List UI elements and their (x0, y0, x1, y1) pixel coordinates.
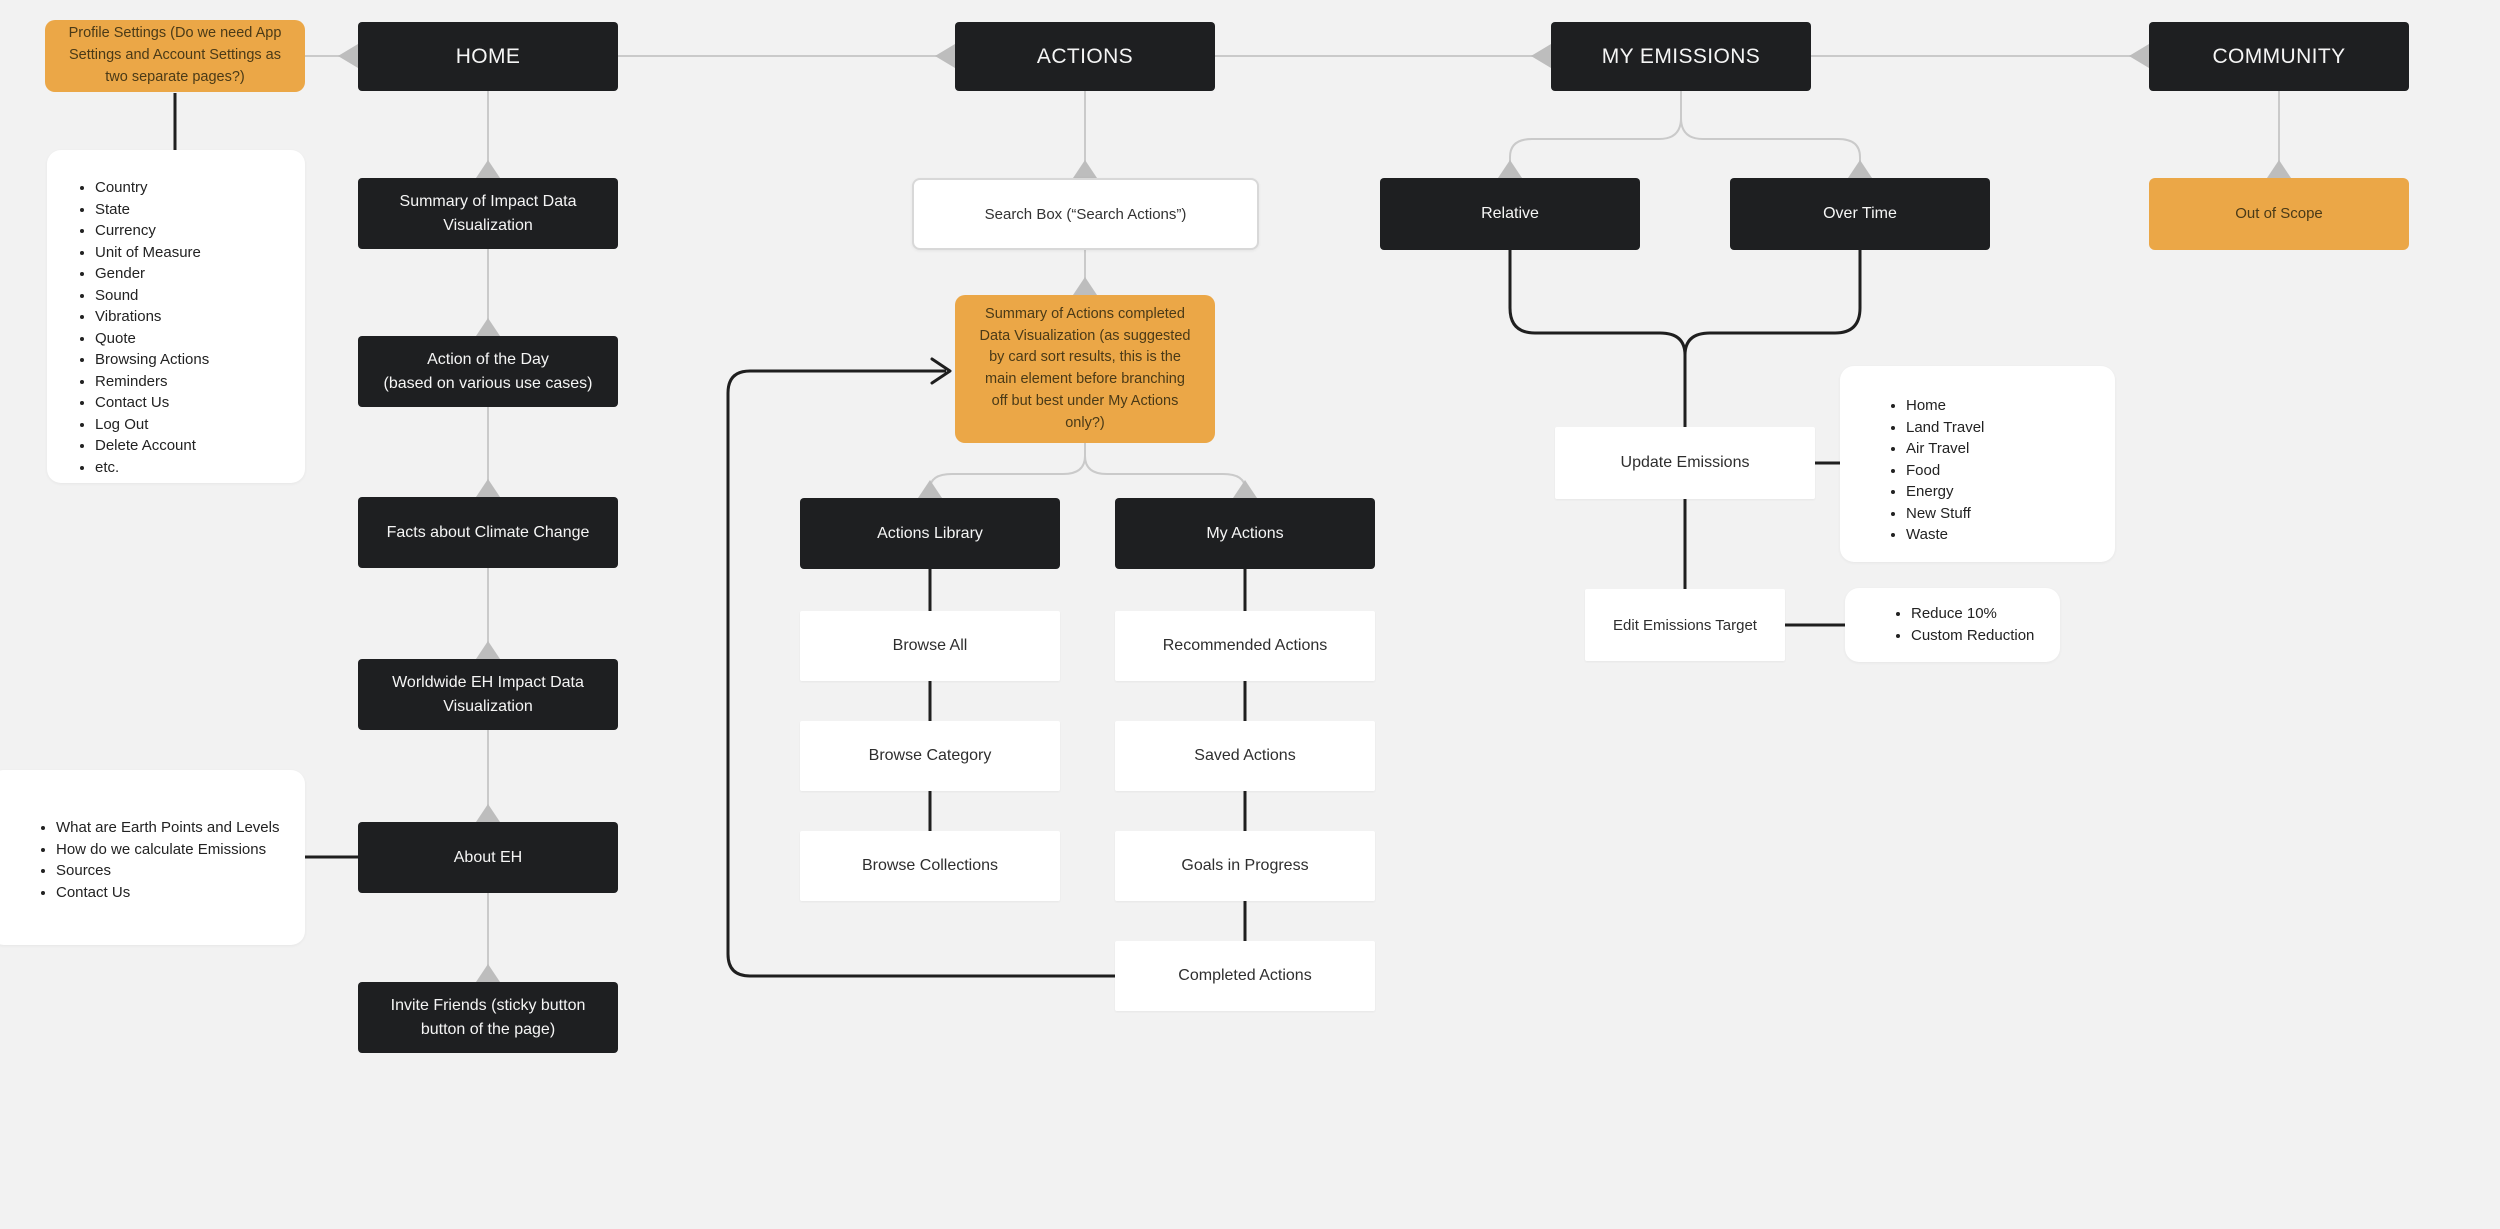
list-item: New Stuff (1906, 503, 1984, 525)
node-actions-library[interactable]: Actions Library (800, 498, 1060, 569)
list-item: Land Travel (1906, 417, 1984, 439)
black-connectors (173, 93, 1862, 978)
node-worldwide-impact[interactable]: Worldwide EH Impact Data Visualization (358, 659, 618, 730)
card-reduction-options[interactable]: Reduce 10%Custom Reduction (1845, 588, 2060, 662)
list-item: Log Out (95, 414, 209, 436)
card-emission-categories[interactable]: HomeLand TravelAir TravelFoodEnergyNew S… (1840, 366, 2115, 562)
list-item: Energy (1906, 481, 1984, 503)
node-invite-friends[interactable]: Invite Friends (sticky button button of … (358, 982, 618, 1053)
list-item: Currency (95, 220, 209, 242)
about-eh-list: What are Earth Points and LevelsHow do w… (28, 817, 279, 903)
card-profile-settings-list[interactable]: CountryStateCurrencyUnit of MeasureGende… (47, 150, 305, 483)
emission-categories-list: HomeLand TravelAir TravelFoodEnergyNew S… (1878, 395, 1984, 546)
node-recommended-actions[interactable]: Recommended Actions (1115, 611, 1375, 681)
node-action-of-the-day[interactable]: Action of the Day (based on various use … (358, 336, 618, 407)
gray-arrowheads (338, 44, 2291, 982)
sticky-actions-summary[interactable]: Summary of Actions completed Data Visual… (955, 295, 1215, 443)
list-item: Reduce 10% (1911, 603, 2034, 625)
list-item: Gender (95, 263, 209, 285)
list-item: Quote (95, 328, 209, 350)
list-item: Custom Reduction (1911, 625, 2034, 647)
list-item: Contact Us (56, 882, 279, 904)
node-relative[interactable]: Relative (1380, 178, 1640, 250)
node-about-eh[interactable]: About EH (358, 822, 618, 893)
profile-settings-list: CountryStateCurrencyUnit of MeasureGende… (67, 177, 209, 478)
node-over-time[interactable]: Over Time (1730, 178, 1990, 250)
reduction-options-list: Reduce 10%Custom Reduction (1883, 603, 2034, 646)
list-item: Contact Us (95, 392, 209, 414)
node-my-emissions[interactable]: MY EMISSIONS (1551, 22, 1811, 91)
list-item: Vibrations (95, 306, 209, 328)
node-completed-actions[interactable]: Completed Actions (1115, 941, 1375, 1011)
node-browse-collections[interactable]: Browse Collections (800, 831, 1060, 901)
node-home[interactable]: HOME (358, 22, 618, 91)
node-community[interactable]: COMMUNITY (2149, 22, 2409, 91)
list-item: Home (1906, 395, 1984, 417)
node-actions[interactable]: ACTIONS (955, 22, 1215, 91)
node-browse-category[interactable]: Browse Category (800, 721, 1060, 791)
list-item: Sources (56, 860, 279, 882)
list-item: etc. (95, 457, 209, 479)
list-item: Sound (95, 285, 209, 307)
sticky-profile-settings[interactable]: Profile Settings (Do we need App Setting… (45, 20, 305, 92)
node-edit-emissions-target[interactable]: Edit Emissions Target (1585, 589, 1785, 661)
node-facts-climate-change[interactable]: Facts about Climate Change (358, 497, 618, 568)
node-goals-in-progress[interactable]: Goals in Progress (1115, 831, 1375, 901)
node-browse-all[interactable]: Browse All (800, 611, 1060, 681)
list-item: How do we calculate Emissions (56, 839, 279, 861)
sticky-out-of-scope[interactable]: Out of Scope (2149, 178, 2409, 250)
node-summary-impact[interactable]: Summary of Impact Data Visualization (358, 178, 618, 249)
list-item: Air Travel (1906, 438, 1984, 460)
node-my-actions[interactable]: My Actions (1115, 498, 1375, 569)
list-item: Food (1906, 460, 1984, 482)
list-item: State (95, 199, 209, 221)
list-item: Reminders (95, 371, 209, 393)
list-item: Country (95, 177, 209, 199)
list-item: What are Earth Points and Levels (56, 817, 279, 839)
node-search-box[interactable]: Search Box (“Search Actions”) (912, 178, 1259, 250)
node-update-emissions[interactable]: Update Emissions (1555, 427, 1815, 499)
node-saved-actions[interactable]: Saved Actions (1115, 721, 1375, 791)
list-item: Browsing Actions (95, 349, 209, 371)
loopback-arrowhead (930, 357, 952, 385)
list-item: Delete Account (95, 435, 209, 457)
card-about-eh-list[interactable]: What are Earth Points and LevelsHow do w… (0, 770, 305, 945)
list-item: Unit of Measure (95, 242, 209, 264)
list-item: Waste (1906, 524, 1984, 546)
